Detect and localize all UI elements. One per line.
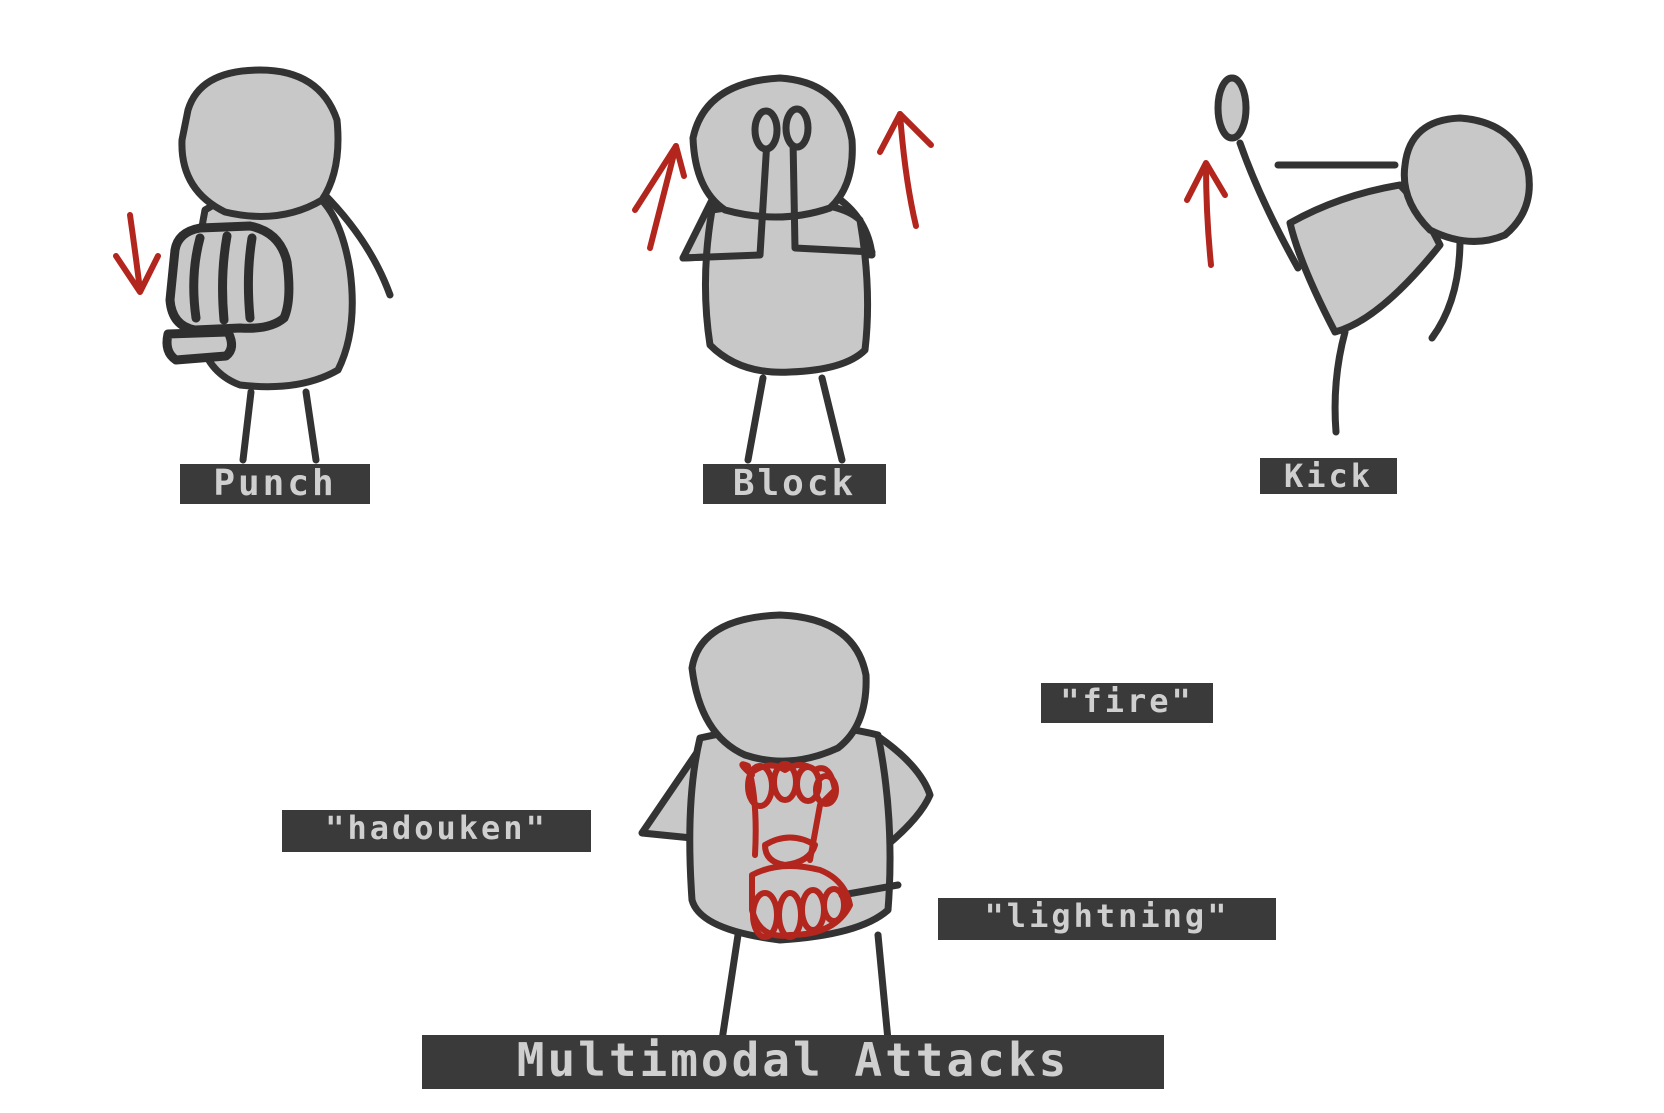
label-block: Block [703,464,886,504]
kick-figure [1184,74,1533,436]
multimodal-figure [638,611,934,1044]
label-lightning: "lightning" [938,898,1276,940]
label-punch: Punch [180,464,370,504]
block-figure [632,74,934,464]
block-arrow-right-icon [877,111,934,229]
block-arrow-left-icon [632,143,687,251]
label-kick: Kick [1260,458,1397,494]
diagram-title: Multimodal Attacks [422,1035,1164,1089]
punch-arrow-icon [113,212,161,295]
label-hadouken: "hadouken" [282,810,591,852]
label-fire: "fire" [1041,683,1213,723]
hand-gesture-icon [739,761,853,940]
kick-arrow-icon [1184,160,1228,268]
punch-figure [113,66,394,464]
